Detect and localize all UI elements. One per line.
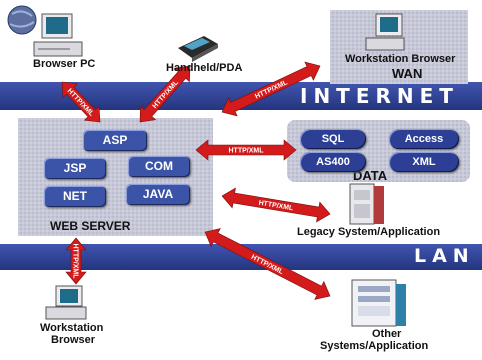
lan-label: LAN <box>414 245 475 267</box>
wan-workstation-label: Workstation Browser <box>345 53 456 65</box>
wan-label: WAN <box>392 66 423 81</box>
systems-application-label: Systems/Application <box>320 340 429 352</box>
web-server-label: WEB SERVER <box>50 219 131 233</box>
data-as400: AS400 <box>300 152 366 172</box>
arrow-server-lan-workstation: HTTP/XML <box>65 237 87 285</box>
lan-workstation-icon <box>45 285 87 320</box>
internet-label: INTERNET <box>300 84 459 108</box>
handheld-pda-icon <box>178 36 218 62</box>
arrow-server-data: HTTP/XML <box>195 139 297 161</box>
data-xml: XML <box>389 152 459 172</box>
arrow-server-legacy: HTTP/XML <box>221 187 331 223</box>
lan-browser-label: Browser <box>51 334 96 346</box>
arrow-server-lan-workstation-label: HTTP/XML <box>72 244 79 280</box>
browser-pc-icon <box>7 5 83 57</box>
module-net: NET <box>44 186 106 207</box>
wan-workstation-icon <box>365 13 405 51</box>
module-java: JAVA <box>126 184 190 205</box>
other-label: Other <box>372 328 402 340</box>
module-com: COM <box>128 156 190 177</box>
data-access: Access <box>389 129 459 149</box>
legacy-system-icon <box>349 183 384 225</box>
legacy-label: Legacy System/Application <box>297 226 441 238</box>
lan-workstation-label: Workstation <box>40 322 104 334</box>
data-sql: SQL <box>300 129 366 149</box>
module-asp: ASP <box>83 130 147 151</box>
arrow-server-legacy-label: HTTP/XML <box>258 200 294 213</box>
handheld-pda-label: Handheld/PDA <box>166 62 243 74</box>
module-jsp: JSP <box>44 158 106 179</box>
arrow-server-data-label: HTTP/XML <box>229 148 265 155</box>
data-label: DATA <box>353 168 388 183</box>
server-tower-icon <box>351 279 406 327</box>
browser-pc-label: Browser PC <box>33 58 96 70</box>
